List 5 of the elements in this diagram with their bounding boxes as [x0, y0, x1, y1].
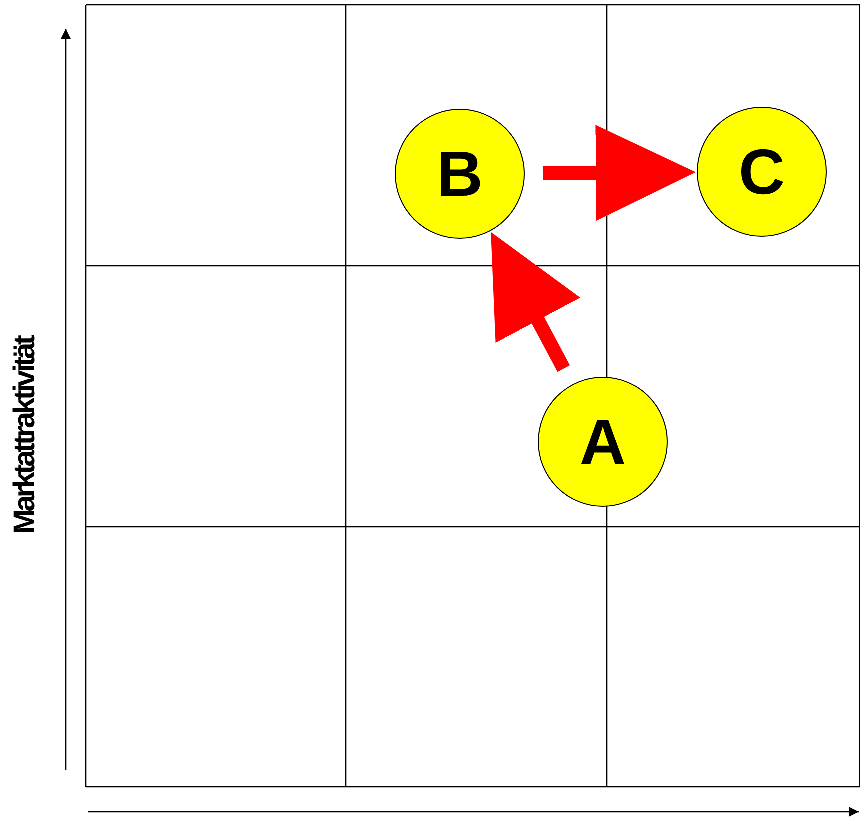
- node-letter: A: [580, 410, 626, 474]
- node-letter: C: [738, 140, 786, 204]
- node-letter: B: [436, 142, 484, 206]
- axis-title: Marktattraktivität: [8, 338, 42, 534]
- arrow: [542, 125, 696, 222]
